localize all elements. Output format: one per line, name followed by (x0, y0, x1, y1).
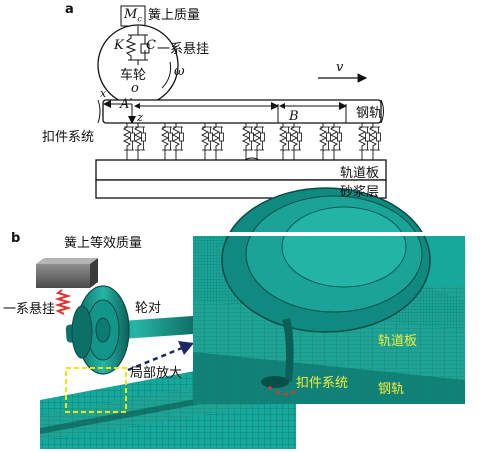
fastener-spring-damper (252, 123, 265, 160)
panel-label-a: a (65, 2, 74, 17)
fastener-spring-damper (171, 123, 184, 160)
fastener-spring-damper (329, 123, 342, 160)
rail-label-a: 钢轨 (356, 106, 383, 121)
rotation-arc (161, 61, 172, 89)
fastener-spring-damper (133, 123, 146, 160)
zoomed-view (193, 187, 465, 404)
spring-symbol (125, 35, 137, 60)
zoom-arrow (127, 346, 183, 372)
equivalent-mass-label: 簧上等效质量 (64, 236, 143, 251)
primary-suspension-label-a: 一系悬挂 (157, 42, 210, 57)
zoom-label: 局部放大 (130, 366, 183, 381)
fastener-spring-damper (289, 123, 302, 160)
rail-label-b: 钢轨 (378, 382, 405, 397)
z-axis-label: z (137, 111, 143, 124)
wheelset-label: 轮对 (135, 301, 162, 316)
fastener-spring-damper (368, 123, 381, 160)
mass-symbol: Mc (124, 7, 142, 24)
fastener-spring-damper (200, 123, 213, 160)
fastener-spring-damper (160, 123, 173, 160)
fastener-markers-red (268, 386, 295, 396)
track-slab-label-a: 轨道板 (340, 166, 380, 181)
wheel-label: 车轮 (120, 68, 147, 83)
panel-label-b: b (11, 231, 21, 246)
rail-beam (102, 99, 382, 124)
fastener-spring-damper (318, 123, 331, 160)
fastener-spring-damper (211, 123, 224, 160)
mortar-layer-label: 砂浆层 (340, 185, 380, 200)
contact-groove (282, 318, 294, 382)
fastener-label-b: 扣件系统 (296, 376, 349, 391)
fastener-springs (122, 123, 381, 160)
fastener-spring-damper (122, 123, 135, 160)
point-b-label: B (289, 109, 299, 124)
spring-k-label: K (114, 38, 124, 53)
damper-c-label: C (146, 38, 156, 53)
fastener-spring-damper (357, 123, 370, 160)
velocity-label: v (336, 60, 344, 75)
track-slab-label-b: 轨道板 (378, 334, 418, 349)
equivalent-mass-box (36, 264, 90, 288)
fastener-spring-damper (241, 123, 254, 160)
zoom-region-box (65, 367, 127, 413)
point-a-label: A (120, 97, 130, 112)
omega-label: ω (174, 64, 185, 79)
suspension-spring-red (54, 289, 72, 315)
x-axis-label: x (100, 87, 107, 100)
origin-label: o (131, 81, 139, 96)
sprung-mass-label: 簧上质量 (148, 8, 201, 23)
primary-suspension-label-b: 一系悬挂 (3, 302, 56, 317)
fastener-spring-damper (278, 123, 291, 160)
fastener-label-a: 扣件系统 (42, 130, 95, 145)
